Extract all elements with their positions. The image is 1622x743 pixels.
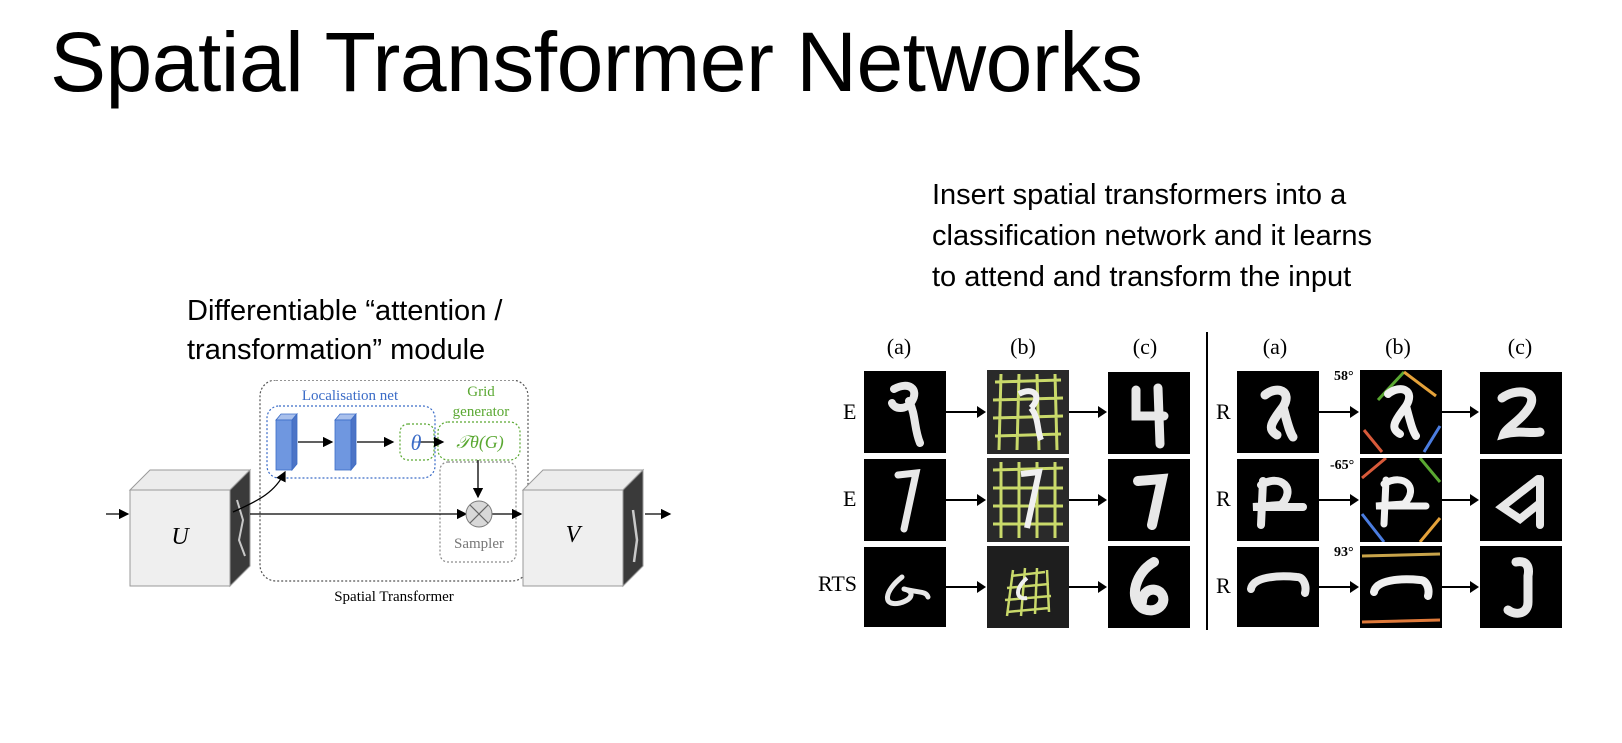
input-cube bbox=[128, 468, 252, 588]
angle-label-3: 93° bbox=[1334, 545, 1354, 560]
arrow-left-3b bbox=[1069, 581, 1107, 593]
angle-label-2: -65° bbox=[1330, 458, 1355, 473]
arrow-right-2b bbox=[1442, 494, 1479, 506]
digit-tile-right-3a bbox=[1237, 547, 1319, 627]
results-caption-line-3: to attend and transform the input bbox=[932, 261, 1352, 293]
digit-tile-left-2a bbox=[864, 459, 946, 541]
localisation-layer-1 bbox=[275, 412, 298, 472]
arrow-left-1b bbox=[1069, 406, 1107, 418]
results-caption-line-2: classification network and it learns bbox=[932, 220, 1373, 252]
right-row-label-2: R bbox=[1216, 486, 1231, 511]
digit-tile-left-3c bbox=[1108, 546, 1190, 628]
localisation-net-box bbox=[266, 405, 436, 479]
localisation-layer-2 bbox=[334, 412, 357, 472]
digit-tile-right-3c bbox=[1480, 546, 1562, 628]
right-col-header-b: (b) bbox=[1385, 334, 1411, 359]
left-col-header-b: (b) bbox=[1010, 334, 1036, 359]
arrow-right-1a bbox=[1319, 406, 1359, 418]
localisation-net-label: Localisation net bbox=[302, 388, 399, 404]
digit-tile-left-2c bbox=[1108, 459, 1190, 541]
digit-tile-left-3a bbox=[864, 547, 946, 627]
output-cube bbox=[521, 468, 645, 588]
digit-tile-left-1c bbox=[1108, 372, 1190, 454]
digit-tile-left-1b bbox=[987, 370, 1069, 454]
digit-tile-left-1a bbox=[864, 371, 946, 453]
diagram-caption-line-2: transformation” module bbox=[187, 334, 486, 366]
right-col-header-c: (c) bbox=[1507, 334, 1533, 359]
output-label: V bbox=[566, 522, 583, 548]
left-row-label-1: E bbox=[843, 399, 857, 424]
digit-tile-right-3b bbox=[1360, 546, 1442, 628]
digit-tile-right-1b bbox=[1360, 370, 1442, 454]
angle-label-1: 58° bbox=[1334, 369, 1354, 384]
diagram-caption: Differentiable “attention / transformati… bbox=[187, 292, 502, 370]
arrow-left-2a bbox=[946, 494, 986, 506]
right-col-header-a: (a) bbox=[1262, 334, 1288, 359]
arrow-right-3a bbox=[1319, 581, 1359, 593]
results-caption-line-1: Insert spatial transformers into a bbox=[932, 179, 1347, 211]
right-row-label-3: R bbox=[1216, 573, 1231, 598]
arrow-right-1b bbox=[1442, 406, 1479, 418]
arrow-left-1a bbox=[946, 406, 986, 418]
module-label: Spatial Transformer bbox=[334, 589, 454, 605]
slide-title: Spatial Transformer Networks bbox=[50, 15, 1143, 109]
panel-divider bbox=[1206, 332, 1208, 630]
arrow-right-3b bbox=[1442, 581, 1479, 593]
left-row-label-2: E bbox=[843, 486, 857, 511]
module-boundary bbox=[259, 380, 529, 582]
digit-tile-right-1a bbox=[1237, 371, 1319, 453]
spatial-transformer-diagram: Localisation net Grid generator θ 𝒯θ(G) … bbox=[106, 380, 672, 605]
input-label: U bbox=[171, 524, 190, 550]
diagram-caption-line-1: Differentiable “attention / bbox=[187, 295, 503, 327]
right-row-label-1: R bbox=[1216, 399, 1231, 424]
grid-label-line-2: generator bbox=[453, 404, 510, 420]
theta-symbol: θ bbox=[411, 430, 422, 455]
digit-tile-right-2b bbox=[1360, 458, 1442, 542]
left-row-label-3: RTS bbox=[818, 571, 858, 596]
digit-tile-right-2c bbox=[1480, 459, 1562, 541]
sampler-node bbox=[465, 500, 493, 528]
results-caption: Insert spatial transformers into a class… bbox=[932, 175, 1372, 298]
grid-label-line-1: Grid bbox=[467, 384, 495, 400]
digit-tile-left-3b bbox=[987, 546, 1069, 628]
left-col-header-a: (a) bbox=[886, 334, 912, 359]
sampler-label: Sampler bbox=[454, 536, 504, 552]
left-col-header-c: (c) bbox=[1132, 334, 1158, 359]
arrow-right-2a bbox=[1319, 494, 1359, 506]
arrow-left-3a bbox=[946, 581, 986, 593]
arrow-left-2b bbox=[1069, 494, 1107, 506]
digit-tile-right-2a bbox=[1237, 459, 1319, 541]
transform-label: 𝒯θ(G) bbox=[456, 432, 504, 453]
digit-tile-left-2b bbox=[987, 458, 1069, 542]
digit-tile-right-1c bbox=[1480, 372, 1562, 454]
